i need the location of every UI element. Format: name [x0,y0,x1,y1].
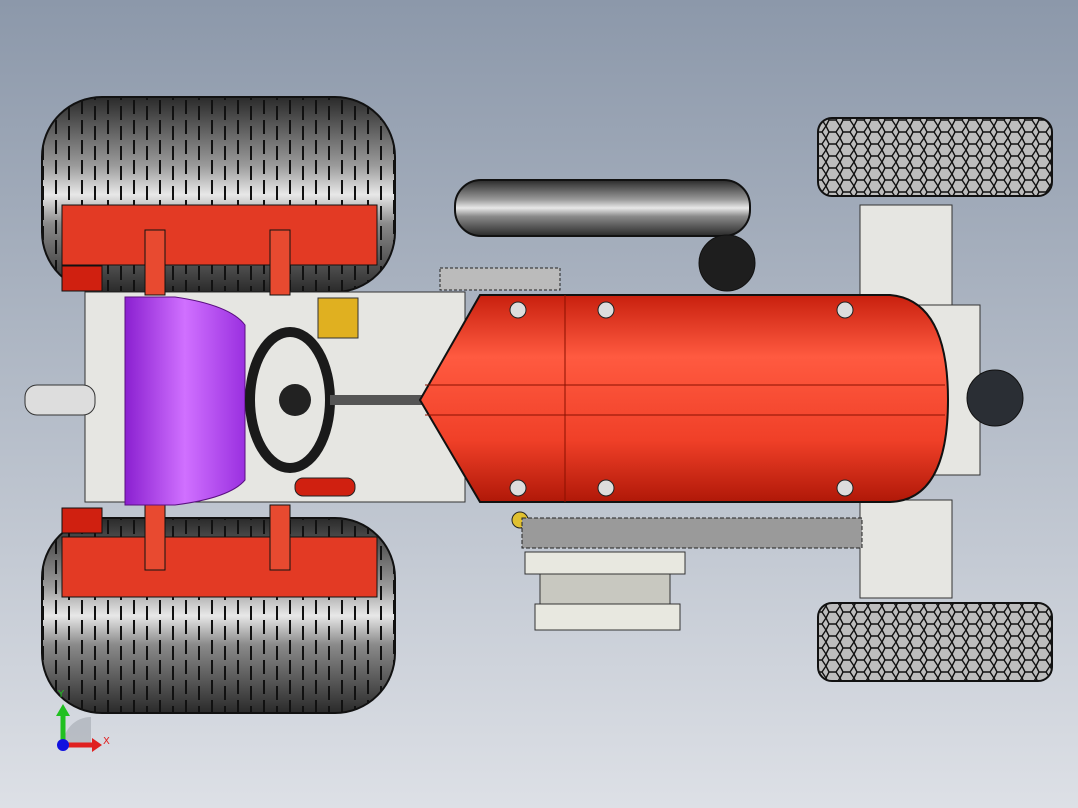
rear-hitch[interactable] [24,384,96,416]
front-knob[interactable] [966,369,1024,427]
pulley-small[interactable] [698,234,756,292]
belt-pulley[interactable] [524,551,686,631]
z-axis-dot [57,739,69,751]
front-right-wheel[interactable] [817,602,1053,682]
engine-hood[interactable] [418,294,950,503]
gear-chain[interactable] [521,517,863,549]
coordinate-triad: X Y [56,689,110,752]
y-axis-label: Y [57,689,65,700]
top-gear[interactable] [439,267,561,291]
front-left-wheel[interactable] [817,117,1053,197]
seat[interactable] [124,296,246,506]
rear-fenders[interactable] [61,204,378,598]
yellow-bracket [317,297,359,339]
red-pin [294,477,356,497]
engine-flywheel-tire[interactable] [454,179,751,237]
x-axis-label: X [103,736,110,747]
steering-wheel[interactable] [245,327,430,473]
